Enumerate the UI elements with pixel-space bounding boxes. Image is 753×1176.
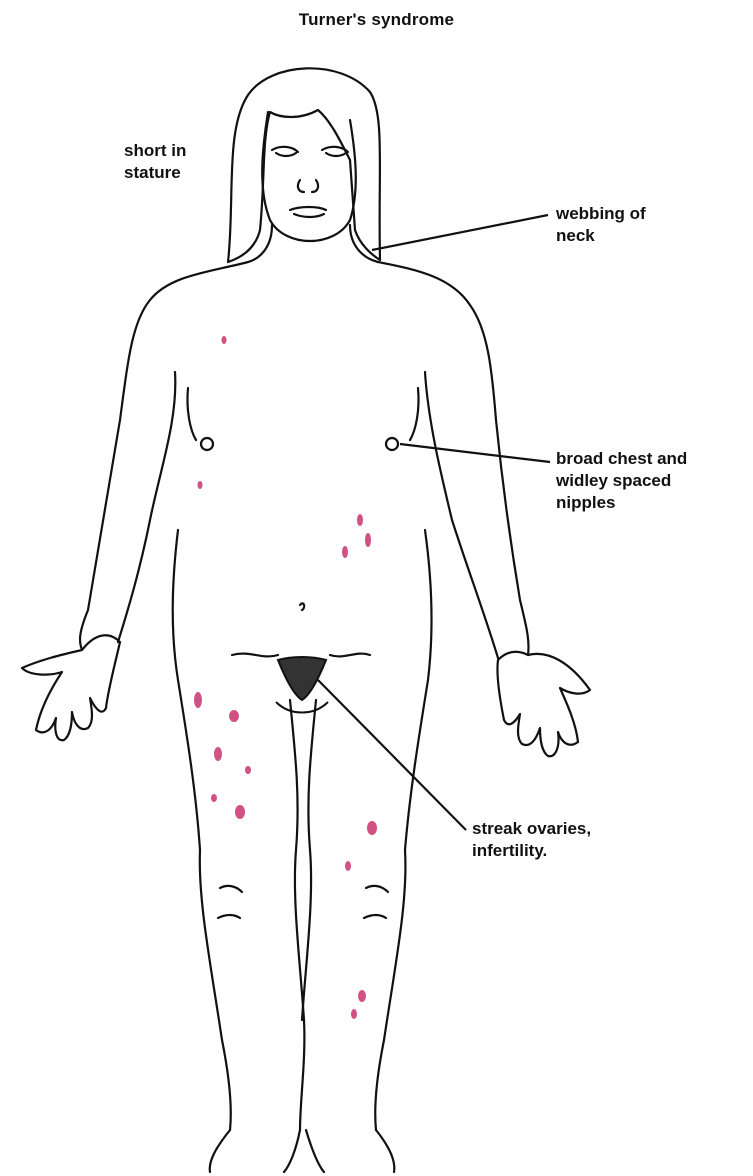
spot — [342, 546, 348, 558]
spot — [194, 692, 202, 708]
left-knee — [218, 886, 242, 918]
left-hand — [22, 635, 120, 740]
right-knee — [364, 886, 388, 918]
left-nipple — [201, 438, 213, 450]
spot — [198, 481, 203, 489]
right-foot — [306, 1130, 394, 1172]
label-line: webbing of — [556, 203, 646, 225]
nose — [298, 180, 318, 192]
left-foot — [210, 1130, 300, 1172]
spot — [367, 821, 377, 835]
left-chest-line — [187, 388, 196, 440]
spot — [345, 861, 351, 871]
label-line: streak ovaries, — [472, 818, 591, 840]
chest-blank-patch — [262, 322, 374, 462]
right-inner-arm — [425, 372, 498, 658]
label-line: infertility. — [472, 840, 591, 862]
left-leg-inner — [290, 700, 304, 1130]
label-line: short in — [124, 140, 186, 162]
spot — [351, 1009, 357, 1019]
chest-pointer-line — [400, 444, 550, 462]
neck — [248, 225, 378, 262]
label-line: stature — [124, 162, 186, 184]
label-broad-chest: broad chest and widley spaced nipples — [556, 448, 687, 514]
right-leg-inner — [302, 700, 316, 1020]
ovaries-pointer-line — [318, 680, 466, 830]
spot — [214, 747, 222, 761]
left-leg-outer — [200, 850, 231, 1130]
right-eye — [322, 147, 348, 156]
spot — [357, 514, 363, 526]
hair — [228, 68, 380, 262]
label-line: nipples — [556, 492, 687, 514]
spot — [235, 805, 245, 819]
right-hand — [497, 652, 590, 757]
spot — [229, 710, 239, 722]
pubic-curve — [276, 702, 328, 713]
right-nipple — [386, 438, 398, 450]
left-hip — [173, 530, 200, 850]
left-inner-arm — [118, 372, 175, 642]
label-webbing-neck: webbing of neck — [556, 203, 646, 247]
label-line: widley spaced — [556, 470, 687, 492]
spot — [245, 766, 251, 774]
spot — [358, 990, 366, 1002]
label-line: broad chest and — [556, 448, 687, 470]
face — [262, 112, 356, 241]
neck-pointer-line — [372, 215, 548, 250]
label-streak-ovaries: streak ovaries, infertility. — [472, 818, 591, 862]
right-chest-line — [410, 388, 419, 440]
spot — [365, 533, 371, 547]
right-leg-outer — [375, 850, 405, 1130]
ovaries-region — [278, 657, 326, 700]
spot — [222, 336, 227, 344]
spot — [211, 794, 217, 802]
mouth — [290, 207, 326, 217]
left-eye — [272, 147, 298, 156]
torso-outline-right — [378, 262, 529, 655]
navel — [300, 603, 304, 610]
right-hip — [405, 530, 432, 850]
label-line: neck — [556, 225, 646, 247]
label-short-stature: short in stature — [124, 140, 186, 184]
